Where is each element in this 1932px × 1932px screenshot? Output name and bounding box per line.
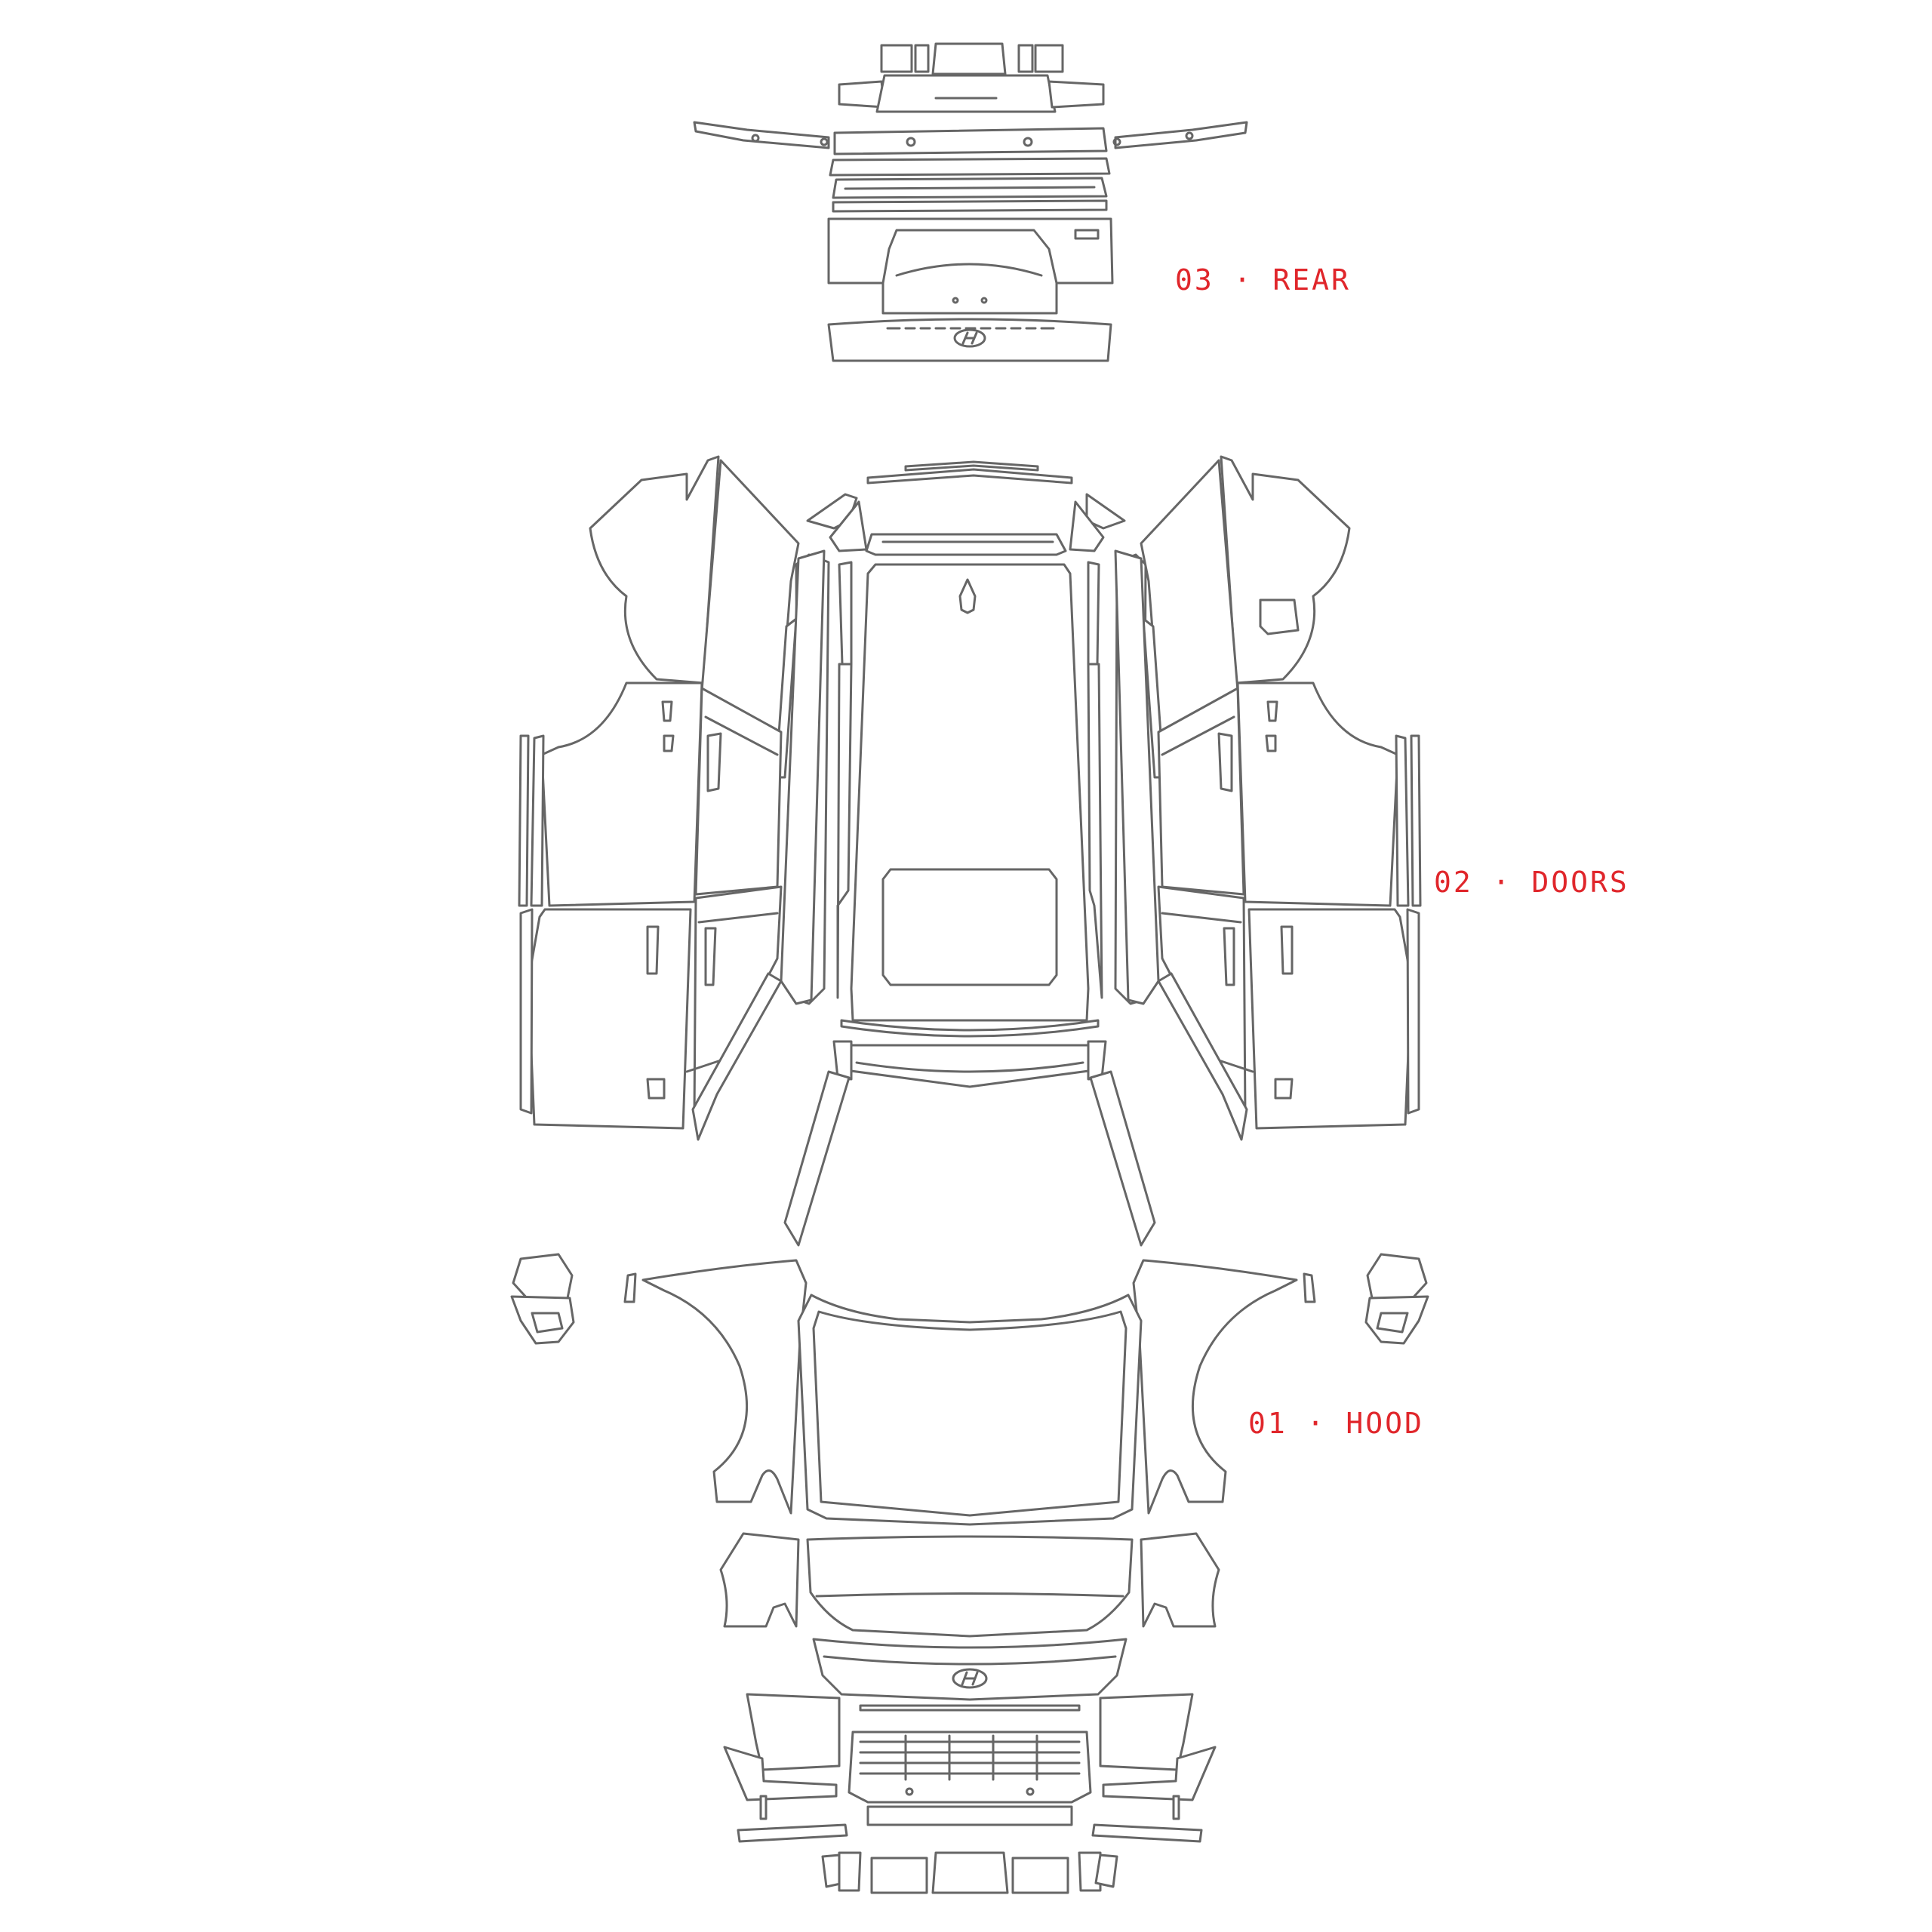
front-bumper-upper [812, 1638, 1128, 1701]
right-fender [1132, 1259, 1298, 1515]
rear-side-strips [693, 121, 1248, 149]
rear-section [693, 42, 1248, 362]
hyundai-logo-icon [953, 328, 986, 348]
bumper-side-pieces [737, 1795, 1203, 1843]
front-grille [848, 1730, 1092, 1804]
right-fender-tab [1303, 1272, 1316, 1303]
hood-panel [797, 1294, 1143, 1526]
rear-liftgate [827, 217, 1114, 315]
right-mirror [1364, 1253, 1429, 1345]
windshield-strips [832, 1019, 1107, 1088]
left-fender-tab [623, 1272, 637, 1303]
left-doors [518, 455, 826, 1141]
section-label-rear: 03 · REAR [1175, 263, 1351, 297]
hyundai-logo-icon [952, 1668, 988, 1689]
rear-bumper-upper-row [838, 74, 1105, 113]
rear-top-tabs [880, 42, 1064, 75]
a-pillars [783, 1070, 1156, 1247]
bumper-corners [723, 1693, 1217, 1801]
hood-lower-panel [806, 1535, 1134, 1638]
rear-lower-panel [827, 318, 1112, 362]
rear-bumper-bars [829, 127, 1111, 213]
right-doors [1114, 455, 1422, 1141]
roof-corner-pieces [806, 493, 1126, 556]
roof-top-strips [866, 460, 1073, 485]
bumper-trim-strip [859, 1704, 1081, 1712]
lower-bumper-bar [866, 1805, 1073, 1826]
doors-section [518, 455, 1422, 1247]
section-label-doors: 02 · DOORS [1434, 866, 1629, 899]
hood-section [510, 1253, 1429, 1894]
left-mirror [510, 1253, 575, 1345]
roof-panel [850, 563, 1090, 1022]
section-label-hood: 01 · HOOD [1248, 1407, 1424, 1440]
bumper-bottom-tabs [821, 1851, 1118, 1894]
front-lower-fenders [719, 1532, 1220, 1628]
left-fender [641, 1259, 808, 1515]
